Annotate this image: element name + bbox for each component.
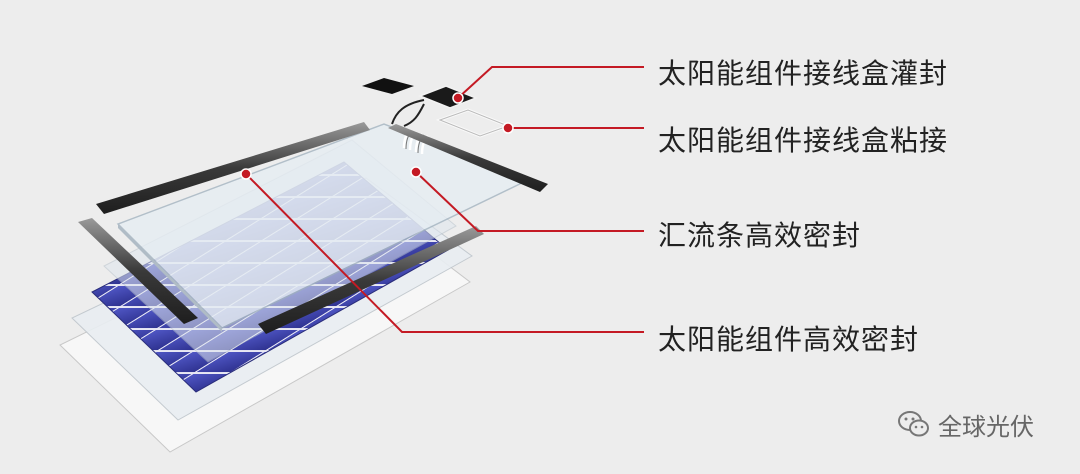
watermark: 全球光伏	[896, 406, 1034, 442]
frame-rail-bottom	[258, 226, 484, 334]
wechat-icon	[898, 411, 929, 437]
leader-dot-potting	[452, 92, 464, 104]
callout-label-junction-box-potting: 太阳能组件接线盒灌封	[658, 57, 949, 90]
leader-dot-bonding	[502, 122, 514, 134]
glass-panel-edge	[118, 224, 222, 332]
frame-rail-left	[78, 218, 198, 324]
leader-dot-busbar	[410, 166, 422, 178]
frame-rail-right	[388, 124, 548, 192]
leader-line-potting	[457, 66, 644, 99]
leader-lines	[245, 66, 644, 333]
leader-dot-module	[240, 168, 252, 180]
leader-line-module	[245, 173, 644, 333]
junction-box-cable	[391, 99, 425, 127]
callout-label-module-sealing: 太阳能组件高效密封	[658, 323, 920, 356]
leader-dots	[240, 92, 514, 180]
frame-rail-top	[96, 122, 370, 214]
watermark-text: 全球光伏	[938, 412, 1034, 441]
junction-box-lid	[362, 78, 414, 94]
callout-label-busbar-sealing: 汇流条高效密封	[658, 219, 862, 252]
junction-box-gasket	[435, 108, 513, 138]
junction-box-body	[417, 85, 479, 109]
callout-label-junction-box-bonding: 太阳能组件接线盒粘接	[658, 124, 949, 157]
leader-line-busbar	[415, 171, 644, 232]
